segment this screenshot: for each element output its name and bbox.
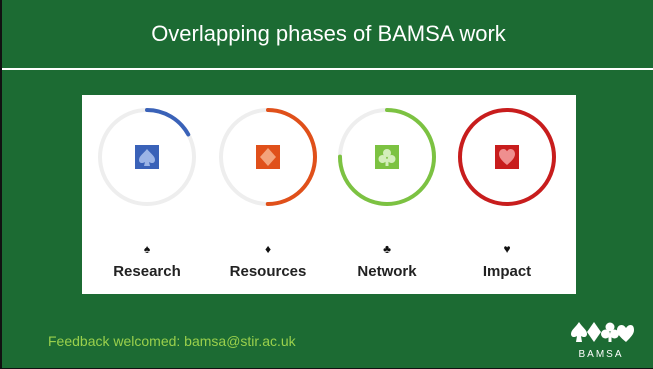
- impact-progress-ring: [458, 108, 556, 206]
- phase-label-resources: Resources: [229, 263, 307, 280]
- spade-icon: ♠: [143, 242, 151, 256]
- bamsa-logo: BAMSA: [568, 318, 634, 364]
- logo-text: BAMSA: [578, 349, 624, 360]
- research-progress-arc: [98, 108, 196, 206]
- title-divider: [2, 68, 653, 70]
- research-progress-ring: [98, 108, 196, 206]
- phase-impact: ♥ Impact: [452, 95, 562, 294]
- club-icon: ♣: [383, 242, 391, 256]
- phase-label-impact: Impact: [482, 263, 532, 280]
- phases-panel: ♠ Research ♦ Resources: [82, 95, 576, 294]
- slide-title: Overlapping phases of BAMSA work: [151, 21, 506, 46]
- diamond-tile-icon: [256, 145, 280, 169]
- suits-logo-icon: [571, 322, 634, 342]
- network-progress-ring: [338, 108, 436, 206]
- resources-progress-arc: [219, 108, 317, 206]
- phase-network: ♣ Network: [332, 95, 442, 294]
- impact-progress-arc: [458, 108, 556, 206]
- heart-tile-icon: [495, 145, 519, 169]
- spade-tile-icon: [135, 145, 159, 169]
- diamond-icon: ♦: [264, 242, 272, 256]
- club-tile-icon: [375, 145, 399, 169]
- heart-icon: ♥: [503, 242, 511, 256]
- phase-research: ♠ Research: [92, 95, 202, 294]
- phase-label-network: Network: [357, 263, 417, 280]
- resources-progress-ring: [219, 108, 317, 206]
- feedback-text: Feedback welcomed: bamsa@stir.ac.uk: [48, 333, 296, 349]
- phase-resources: ♦ Resources: [213, 95, 323, 294]
- network-progress-arc: [338, 108, 436, 206]
- phase-label-research: Research: [113, 263, 181, 280]
